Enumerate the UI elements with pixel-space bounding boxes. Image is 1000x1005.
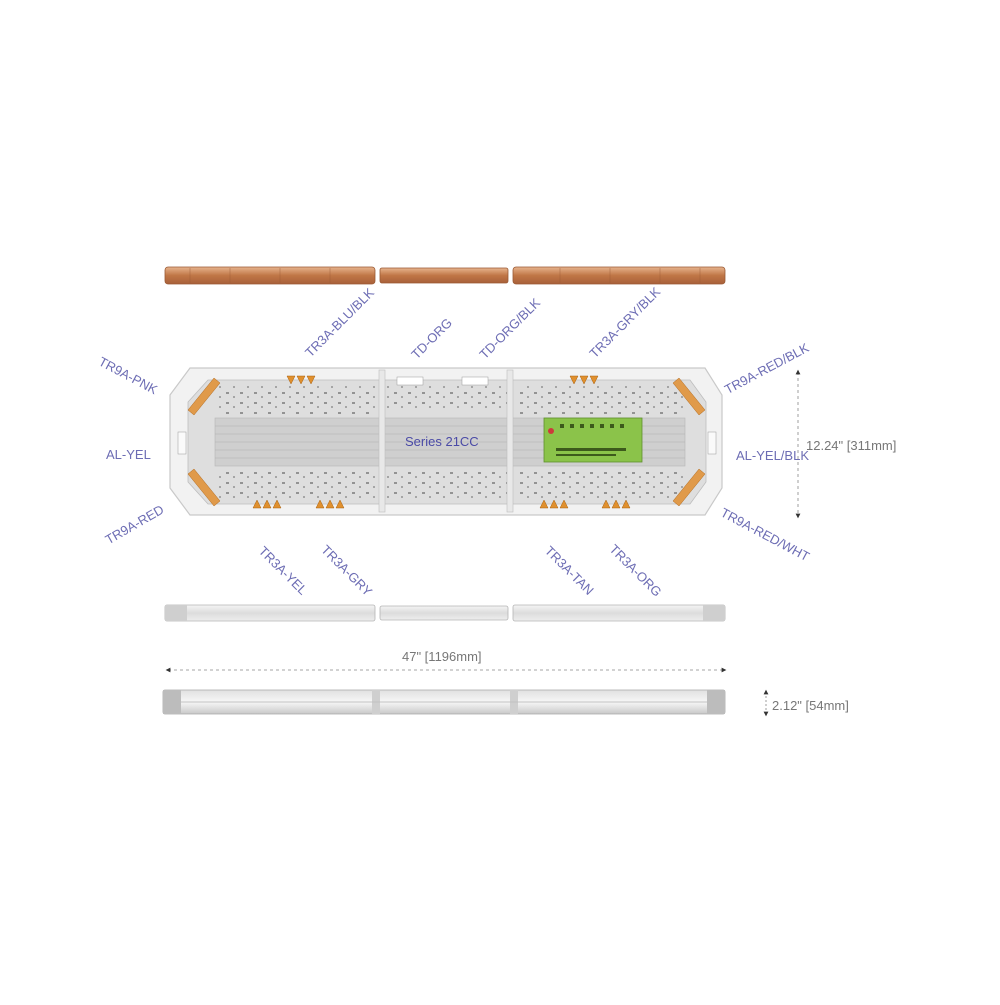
lens-segment-left — [164, 266, 376, 285]
dimension-depth: 12.24" [311mm] — [806, 438, 897, 453]
dimension-length: 47" [1196mm] — [402, 649, 482, 664]
lens-segment-right — [512, 266, 726, 285]
top-lens-view — [164, 266, 726, 285]
series-label: Series 21CC — [405, 434, 479, 449]
callout-al-yel: AL-YEL — [106, 447, 151, 462]
plan-view — [169, 367, 723, 516]
lens-segment-center — [379, 267, 509, 284]
callout-al-yel-blk: AL-YEL/BLK — [736, 448, 809, 463]
dimension-height: 2.12" [54mm] — [772, 698, 849, 713]
front-view — [164, 604, 726, 622]
profile-view — [162, 689, 726, 715]
